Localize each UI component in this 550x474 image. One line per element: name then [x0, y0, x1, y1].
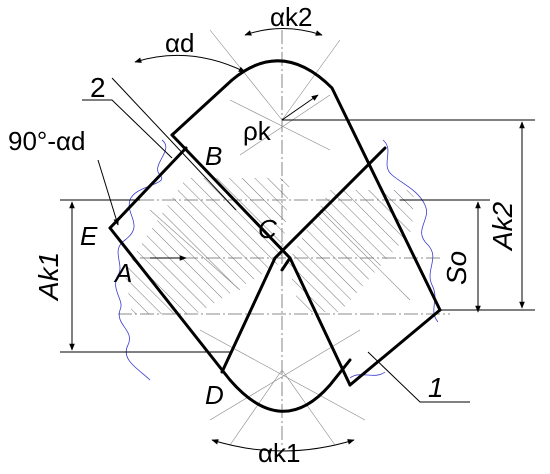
construction-lines [111, 29, 450, 448]
label-alpha-d: αd [165, 28, 195, 58]
labels: αk2 αd 2 ρk 90°-αd B E C A Ak1 Ak2 So D … [8, 2, 518, 468]
label-alpha-k2: αk2 [270, 2, 313, 32]
right-hatched-section [288, 190, 414, 312]
right-blade [220, 146, 387, 374]
right-inner-edge [288, 256, 352, 387]
label-a-k1: Ak1 [33, 252, 64, 302]
label-point-b: B [205, 141, 222, 171]
label-rho-k: ρk [243, 116, 272, 146]
dimensions [60, 28, 535, 452]
label-2: 2 [90, 72, 106, 103]
label-alpha-k1: αk1 [258, 438, 301, 468]
left-blade-lower [108, 226, 352, 413]
cutter-outline [108, 59, 442, 413]
break-lines [115, 139, 439, 381]
label-a-k2: Ak2 [487, 201, 518, 252]
right-lower-edge [348, 308, 442, 387]
label-1: 1 [428, 372, 444, 403]
label-point-a: A [113, 258, 132, 288]
label-point-e: E [80, 221, 98, 251]
upper-profile [170, 59, 442, 312]
left-outer-edge [108, 146, 188, 230]
label-ninety-minus-alpha-d: 90°-αd [8, 126, 85, 156]
label-s-o: So [441, 251, 472, 285]
left-hatched-section [124, 178, 290, 314]
label-point-c: C [258, 214, 277, 244]
label-point-d: D [205, 380, 224, 410]
